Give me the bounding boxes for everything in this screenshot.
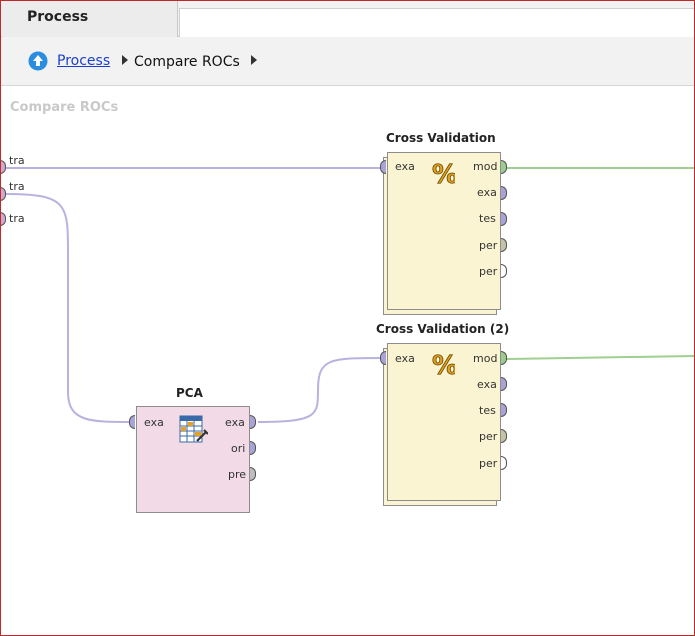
port-label: exa (395, 352, 415, 365)
port-label: ori (231, 442, 246, 455)
port-label: per (479, 239, 498, 252)
input-port-exa[interactable] (380, 351, 386, 365)
operator-cross-validation-2[interactable] (387, 343, 501, 501)
port-label: exa (477, 186, 497, 199)
table-wrench-icon (179, 415, 208, 443)
tab-bar: Process (1, 1, 694, 38)
process-input-label: tra (9, 180, 25, 193)
port-label: exa (395, 160, 415, 173)
port-label: tes (479, 212, 496, 225)
percent-icon: % (432, 352, 455, 378)
port-label: pre (228, 468, 247, 481)
operator-title: Cross Validation (386, 131, 496, 145)
svg-text:%: % (432, 161, 455, 187)
input-port-exa[interactable] (380, 160, 386, 174)
tab-process[interactable]: Process (2, 1, 178, 38)
svg-text:%: % (432, 352, 455, 378)
port-label: tes (479, 404, 496, 417)
tab-bar-empty (179, 8, 694, 37)
arrow-up-circle-icon[interactable] (28, 51, 48, 71)
breadcrumb: Process Compare ROCs (1, 37, 694, 86)
port-label: mod (473, 352, 498, 365)
port-label: per (479, 430, 498, 443)
port-label: exa (225, 416, 245, 429)
breadcrumb-current: Compare ROCs (134, 54, 240, 70)
chevron-right-icon (122, 55, 128, 65)
wire-input2-pca (5, 193, 133, 423)
port-label: per (479, 265, 498, 278)
breadcrumb-link-process[interactable]: Process (57, 53, 111, 69)
tab-label: Process (27, 9, 89, 25)
port-label: exa (477, 378, 497, 391)
wire-cv2-mod (505, 355, 695, 360)
input-port-exa[interactable] (129, 415, 135, 429)
canvas-title: Compare ROCs (10, 100, 119, 115)
process-input-label: tra (9, 212, 25, 225)
port-label: mod (473, 160, 498, 173)
operator-title: Cross Validation (2) (376, 322, 510, 336)
port-label: exa (144, 416, 164, 429)
operator-cross-validation[interactable] (387, 152, 501, 310)
wire-pca-cv2 (257, 357, 384, 423)
percent-icon: % (432, 161, 455, 187)
port-label: per (479, 457, 498, 470)
operator-title: PCA (176, 386, 203, 400)
chevron-right-icon[interactable] (251, 55, 257, 65)
process-input-label: tra (9, 154, 25, 167)
